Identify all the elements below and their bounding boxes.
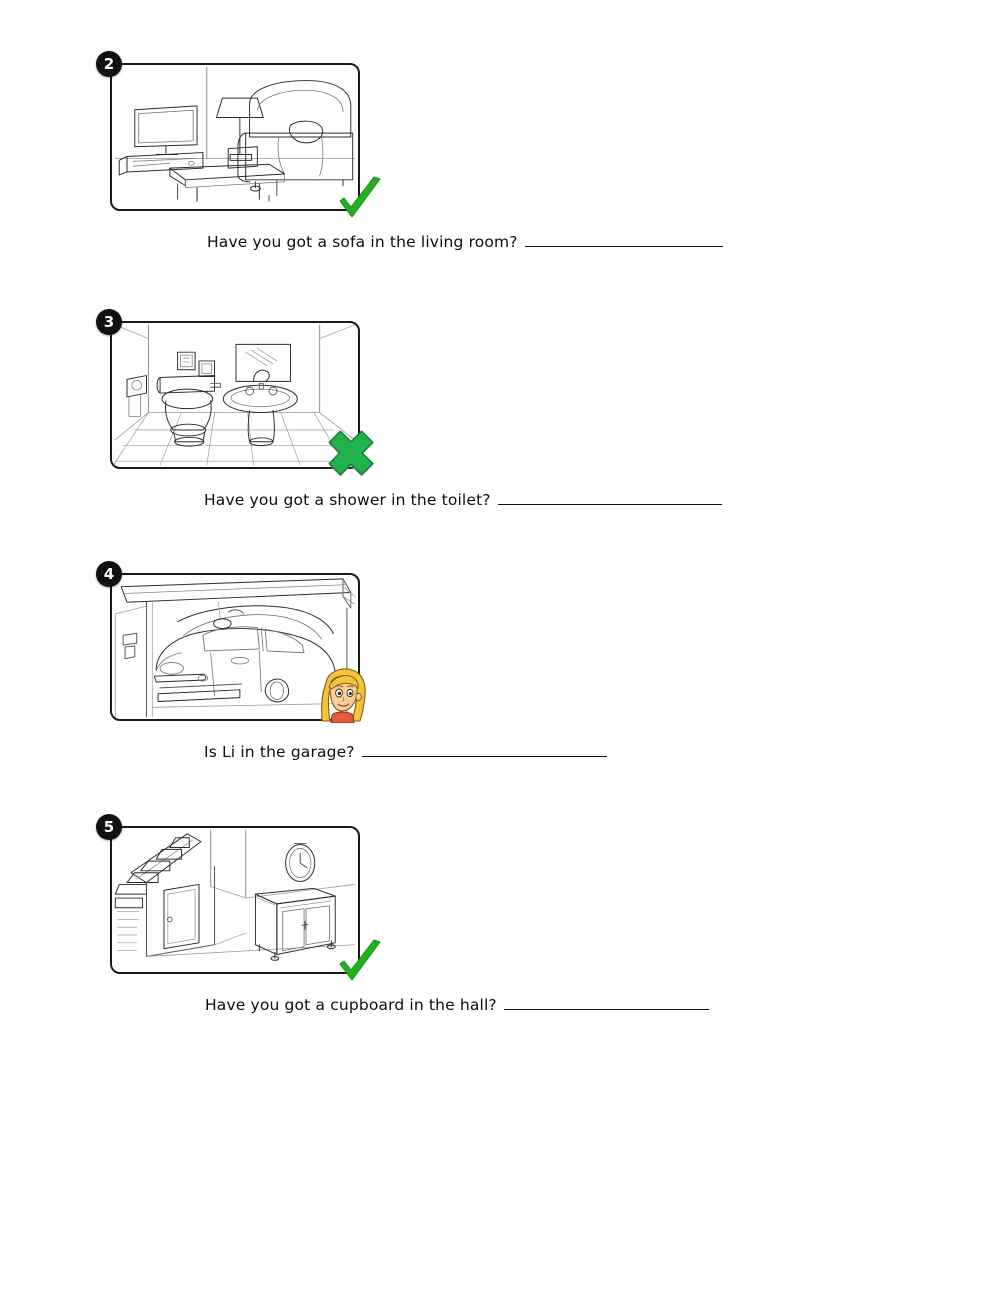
question-line-5: Have you got a cupboard in the hall?	[0, 996, 1000, 1014]
answer-blank-4[interactable]	[361, 744, 607, 757]
question-text-3: Have you got a shower in the toilet?	[204, 491, 491, 509]
picture-frame-3	[110, 321, 374, 477]
garage-scene	[112, 575, 358, 719]
exercise-item-3: 3	[0, 309, 1000, 543]
item-number-badge-4: 4	[96, 561, 122, 587]
picture-frame-wrapper-2: 2	[96, 51, 381, 218]
picture-frame-4	[110, 573, 366, 723]
picture-frame-wrapper-4: 4	[96, 561, 366, 723]
question-text-4: Is Li in the garage?	[204, 743, 355, 761]
item-number-badge-2: 2	[96, 51, 122, 77]
question-text-2: Have you got a sofa in the living room?	[207, 233, 518, 251]
question-line-2: Have you got a sofa in the living room?	[0, 233, 1000, 251]
answer-blank-3[interactable]	[497, 492, 722, 505]
item-number-badge-3: 3	[96, 309, 122, 335]
exercise-item-2: 2	[0, 51, 1000, 285]
living-room-scene	[112, 65, 358, 209]
answer-blank-2[interactable]	[524, 234, 723, 247]
picture-frame-wrapper-5: 5	[96, 814, 381, 981]
picture-frame-2	[110, 63, 381, 218]
item-number-badge-5: 5	[96, 814, 122, 840]
bathroom-scene	[112, 323, 358, 467]
picture-frame-5	[110, 826, 381, 981]
exercise-item-5: 5	[0, 814, 1000, 1048]
question-line-4: Is Li in the garage?	[0, 743, 1000, 761]
exercise-item-4: 4	[0, 561, 1000, 795]
li-character-face	[316, 667, 372, 723]
question-text-5: Have you got a cupboard in the hall?	[205, 996, 497, 1014]
picture-frame-wrapper-3: 3	[96, 309, 374, 477]
answer-blank-5[interactable]	[503, 997, 709, 1010]
hall-scene	[112, 828, 358, 972]
question-line-3: Have you got a shower in the toilet?	[0, 491, 1000, 509]
